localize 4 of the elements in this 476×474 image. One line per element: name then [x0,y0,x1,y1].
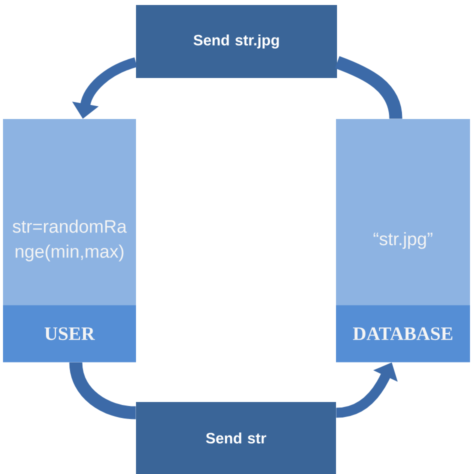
title-band: USER [3,305,136,362]
process-box: Send str.jpg [136,5,337,78]
title-band: DATABASE [336,305,470,362]
process-box: Send str [136,402,336,474]
